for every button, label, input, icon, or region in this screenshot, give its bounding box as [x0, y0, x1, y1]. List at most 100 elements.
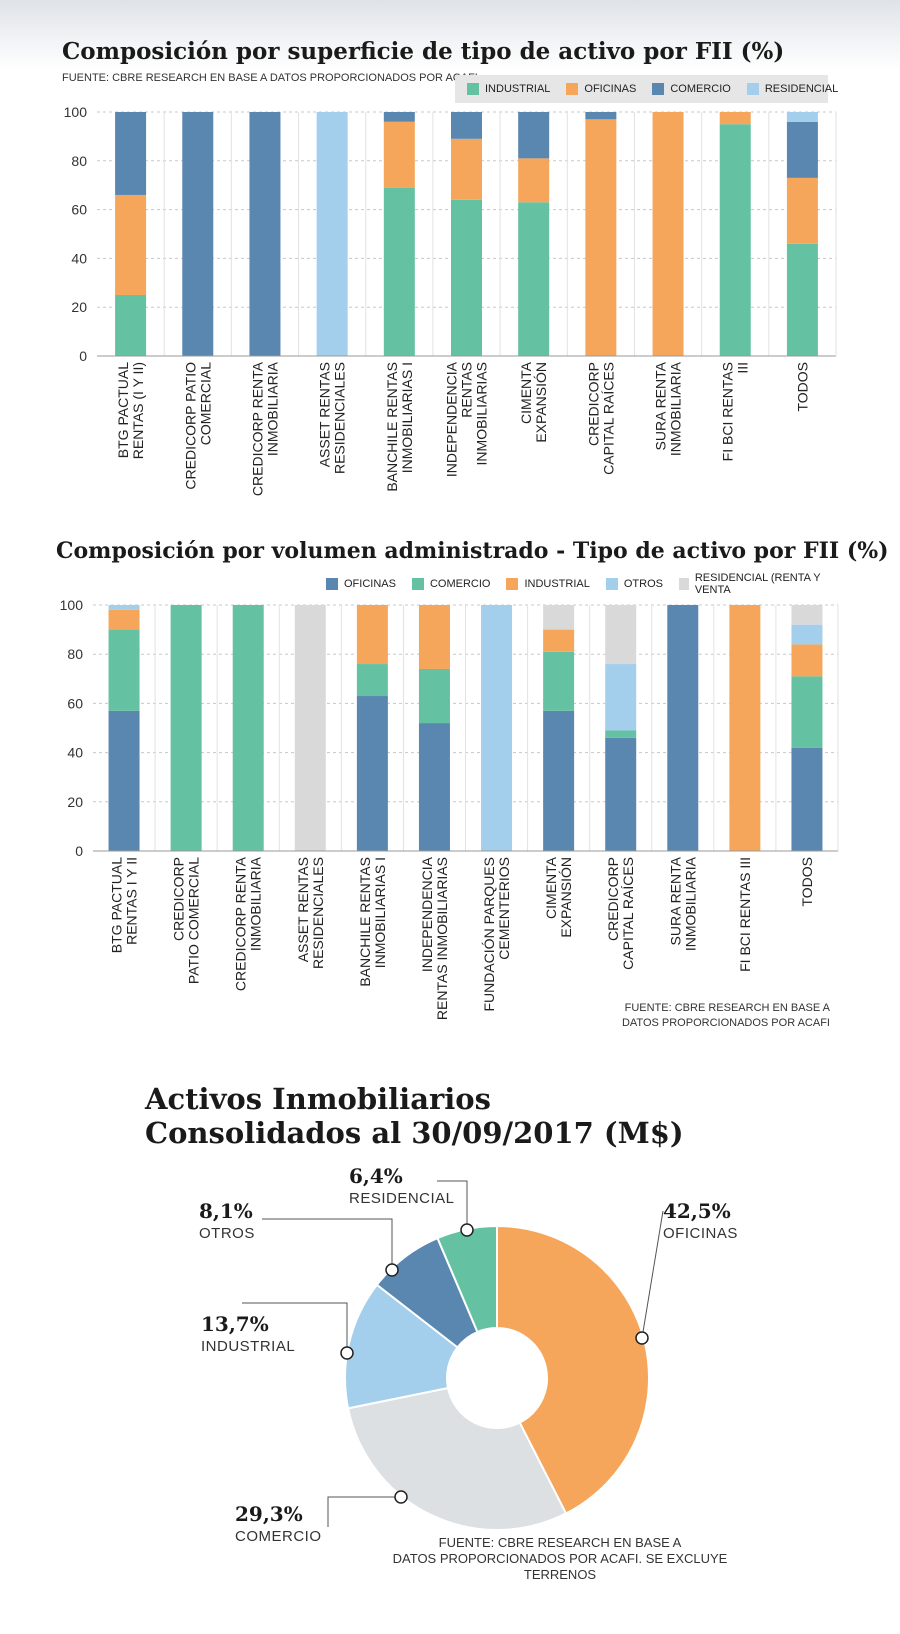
bar-segment	[481, 605, 513, 851]
chart2-source-line: DATOS PROPORCIONADOS POR ACAFI	[621, 1017, 830, 1029]
leader-line	[242, 1302, 348, 1353]
bar-segment	[356, 664, 388, 697]
category-label-line: CIMENTA	[543, 856, 559, 919]
chart3-source-line: DATOS PROPORCIONADOS POR ACAFI. SE EXCLU…	[392, 1551, 728, 1582]
bar-segment	[182, 112, 214, 356]
chart2-title: Composición por volumen administrado - T…	[56, 538, 889, 564]
bar-segment	[786, 243, 818, 356]
bar-segment	[786, 177, 818, 244]
bar-segment	[451, 199, 482, 356]
category-label-line: ASSET RENTAS	[317, 362, 333, 467]
category-label-line: INMOBILIARIAS	[474, 362, 490, 465]
bar-segment	[356, 696, 388, 851]
bar-segment	[108, 605, 140, 610]
legend-item: INDUSTRIAL	[467, 83, 550, 95]
leader-dot	[635, 1331, 649, 1345]
category-label-line: INMOBILIARIA	[668, 361, 684, 456]
bar-segment	[451, 112, 482, 139]
y-tick-label: 0	[75, 843, 83, 859]
legend-swatch	[746, 83, 759, 95]
y-tick-label: 100	[64, 104, 88, 120]
y-tick-label: 20	[71, 299, 87, 315]
category-label-line: FUNDACIÓN PARQUES	[481, 857, 497, 1012]
y-tick-label: 40	[67, 745, 83, 761]
bar-segment	[786, 121, 818, 178]
legend-label: RESIDENCIAL (RENTA Y VENTA	[694, 572, 821, 596]
chart1-title: Composición por superficie de tipo de ac…	[62, 38, 785, 65]
bar-segment	[543, 710, 575, 851]
pie-slice	[436, 1224, 498, 1334]
category-label-line: CEMENTERIOS	[496, 857, 512, 960]
category-label-line: CREDICORP	[585, 362, 601, 446]
category-label-line: SURA RENTA	[667, 856, 683, 945]
legend-swatch	[506, 578, 519, 590]
bar-segment	[729, 605, 761, 851]
legend-label: INDUSTRIAL	[485, 83, 551, 95]
category-label-line: BANCHILE RENTAS	[384, 362, 400, 492]
category-label-line: CREDICORP PATIO	[182, 362, 198, 490]
top-gradient	[0, 0, 900, 70]
legend-label: OFICINAS	[584, 83, 637, 95]
y-tick-label: 100	[60, 597, 84, 613]
bar-segment	[418, 668, 450, 724]
legend-label: RESIDENCIAL	[764, 83, 839, 95]
bar-segment	[791, 644, 823, 677]
bar-segment	[791, 747, 823, 851]
bar-segment	[418, 723, 450, 851]
legend-swatch	[566, 83, 579, 95]
category-label: TODOS	[794, 362, 810, 412]
legend-item: COMERCIO	[411, 578, 490, 590]
category-label-line: COMERCIAL	[197, 362, 213, 445]
bar-segment	[791, 676, 823, 748]
leader-dot	[460, 1223, 474, 1237]
bar-segment	[791, 624, 823, 645]
category-label-line: BTG PACTUAL	[109, 857, 125, 953]
slice-percent: 13,7%	[201, 1312, 269, 1336]
slice-percent: 42,5%	[663, 1199, 731, 1223]
bar-segment	[518, 158, 550, 203]
legend-item: OFICINAS	[566, 83, 636, 95]
leader-line	[641, 1210, 664, 1339]
legend-swatch	[678, 578, 689, 590]
y-tick-label: 20	[67, 794, 83, 810]
bar-segment	[170, 605, 202, 851]
slice-percent: 8,1%	[199, 1199, 253, 1223]
y-tick-label: 0	[79, 348, 87, 364]
bar-segment	[115, 112, 147, 195]
bar-segment	[786, 112, 818, 122]
legend-swatch	[467, 83, 479, 95]
category-label: FI BCI RENTAS III	[737, 857, 753, 972]
legend-item: COMERCIO	[652, 83, 731, 95]
chart2-source-line: FUENTE: CBRE RESEARCH EN BASE A	[624, 1002, 830, 1014]
y-tick-label: 80	[67, 646, 83, 662]
legend-swatch	[652, 83, 665, 95]
category-label-line: FI BCI RENTAS III	[737, 857, 753, 972]
bar-segment	[108, 609, 140, 630]
legend-item: INDUSTRIAL	[506, 578, 590, 590]
bar-segment	[383, 121, 415, 188]
chart3-title-line: Activos Inmobiliarios	[145, 1082, 491, 1116]
bar-segment	[543, 651, 575, 711]
category-label-line: INMOBILIARIA	[264, 361, 280, 456]
bar-segment	[605, 737, 637, 851]
legend-item: RESIDENCIAL (RENTA Y VENTA	[678, 572, 830, 596]
pie-slice	[344, 1283, 459, 1410]
category-label-line: RENTAS	[459, 362, 475, 418]
chart1-legend: INDUSTRIAL OFICINAS COMERCIO RESIDENCIAL	[455, 75, 838, 103]
bar-segment	[108, 710, 140, 851]
leader-line	[437, 1180, 468, 1230]
legend-label: INDUSTRIAL	[524, 578, 590, 590]
bar-segment	[719, 112, 751, 125]
legend-item: RESIDENCIAL	[746, 83, 839, 95]
